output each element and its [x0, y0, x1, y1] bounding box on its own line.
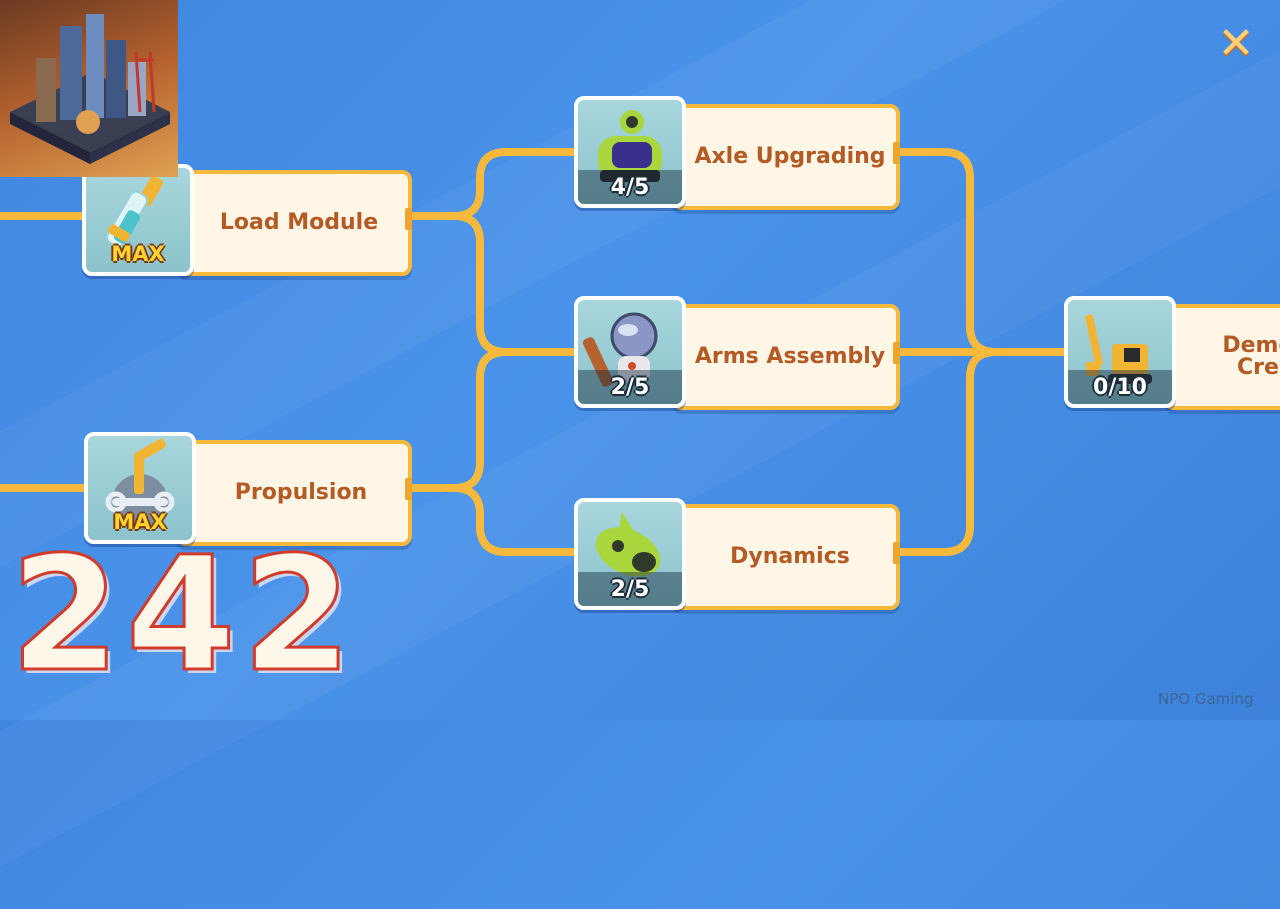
card-handle	[893, 542, 900, 564]
skill-card-arms-assembly[interactable]: Arms Assembly	[672, 304, 900, 410]
card-handle	[893, 142, 900, 164]
connector-lines	[0, 148, 1068, 556]
app-thumbnail	[0, 0, 178, 177]
max-badge: MAX	[113, 510, 167, 534]
skill-label: Dynamics	[730, 544, 850, 569]
level-shade	[578, 170, 682, 204]
astronaut-robot-icon	[582, 312, 658, 387]
episode-number: 242	[9, 523, 358, 707]
skill-icon-propulsion[interactable]: MAX	[84, 432, 196, 544]
green-rocket-icon	[595, 512, 661, 577]
skill-card-axle-upgrading[interactable]: Axle Upgrading	[672, 104, 900, 210]
skill-icon-dynamics[interactable]: 2/5	[574, 498, 686, 610]
skill-tree-screen: Load Module MAX Propulsion MAX Axle Upgr…	[0, 0, 1280, 708]
skill-card-demolition[interactable]: Demo Cre	[1164, 304, 1280, 410]
level-shade	[578, 572, 682, 606]
skill-icon-demolition[interactable]: 0/10	[1064, 296, 1176, 408]
skill-card-dynamics[interactable]: Dynamics	[672, 504, 900, 610]
card-handle	[405, 478, 412, 500]
skill-card-propulsion[interactable]: Propulsion	[176, 440, 412, 546]
skill-label: Load Module	[219, 210, 379, 235]
card-handle	[405, 208, 412, 230]
skill-label: Propulsion	[234, 480, 368, 505]
crane-wrench-icon	[105, 438, 175, 530]
level-counter: 2/5	[610, 577, 650, 602]
level-counter: 2/5	[610, 375, 650, 400]
skill-label: Demo Cre	[1208, 308, 1280, 406]
skill-label: Axle Upgrading	[694, 144, 886, 169]
level-counter: 4/5	[610, 175, 650, 200]
green-robot-icon	[598, 110, 662, 182]
close-button[interactable]: ✕	[1216, 22, 1256, 66]
skill-label-line: Demo	[1222, 333, 1280, 358]
level-counter: 0/10	[1093, 375, 1147, 400]
watermark: NPO Gaming	[1158, 690, 1254, 708]
skill-icon-axle-upgrading[interactable]: 4/5	[574, 96, 686, 208]
city-building-icon	[10, 14, 170, 164]
skill-icon-arms-assembly[interactable]: 2/5	[574, 296, 686, 408]
skill-card-load-module[interactable]: Load Module	[176, 170, 412, 276]
card-handle	[893, 342, 900, 364]
skill-label-line: Cre	[1237, 355, 1279, 380]
skill-icon-load-module[interactable]: MAX	[82, 164, 194, 276]
skill-label: Arms Assembly	[694, 344, 886, 369]
level-shade	[1068, 370, 1172, 404]
syringe-icon	[105, 175, 164, 248]
excavator-icon	[1085, 314, 1152, 384]
level-shade	[578, 370, 682, 404]
max-badge: MAX	[111, 242, 165, 266]
close-icon: ✕	[1217, 18, 1255, 69]
